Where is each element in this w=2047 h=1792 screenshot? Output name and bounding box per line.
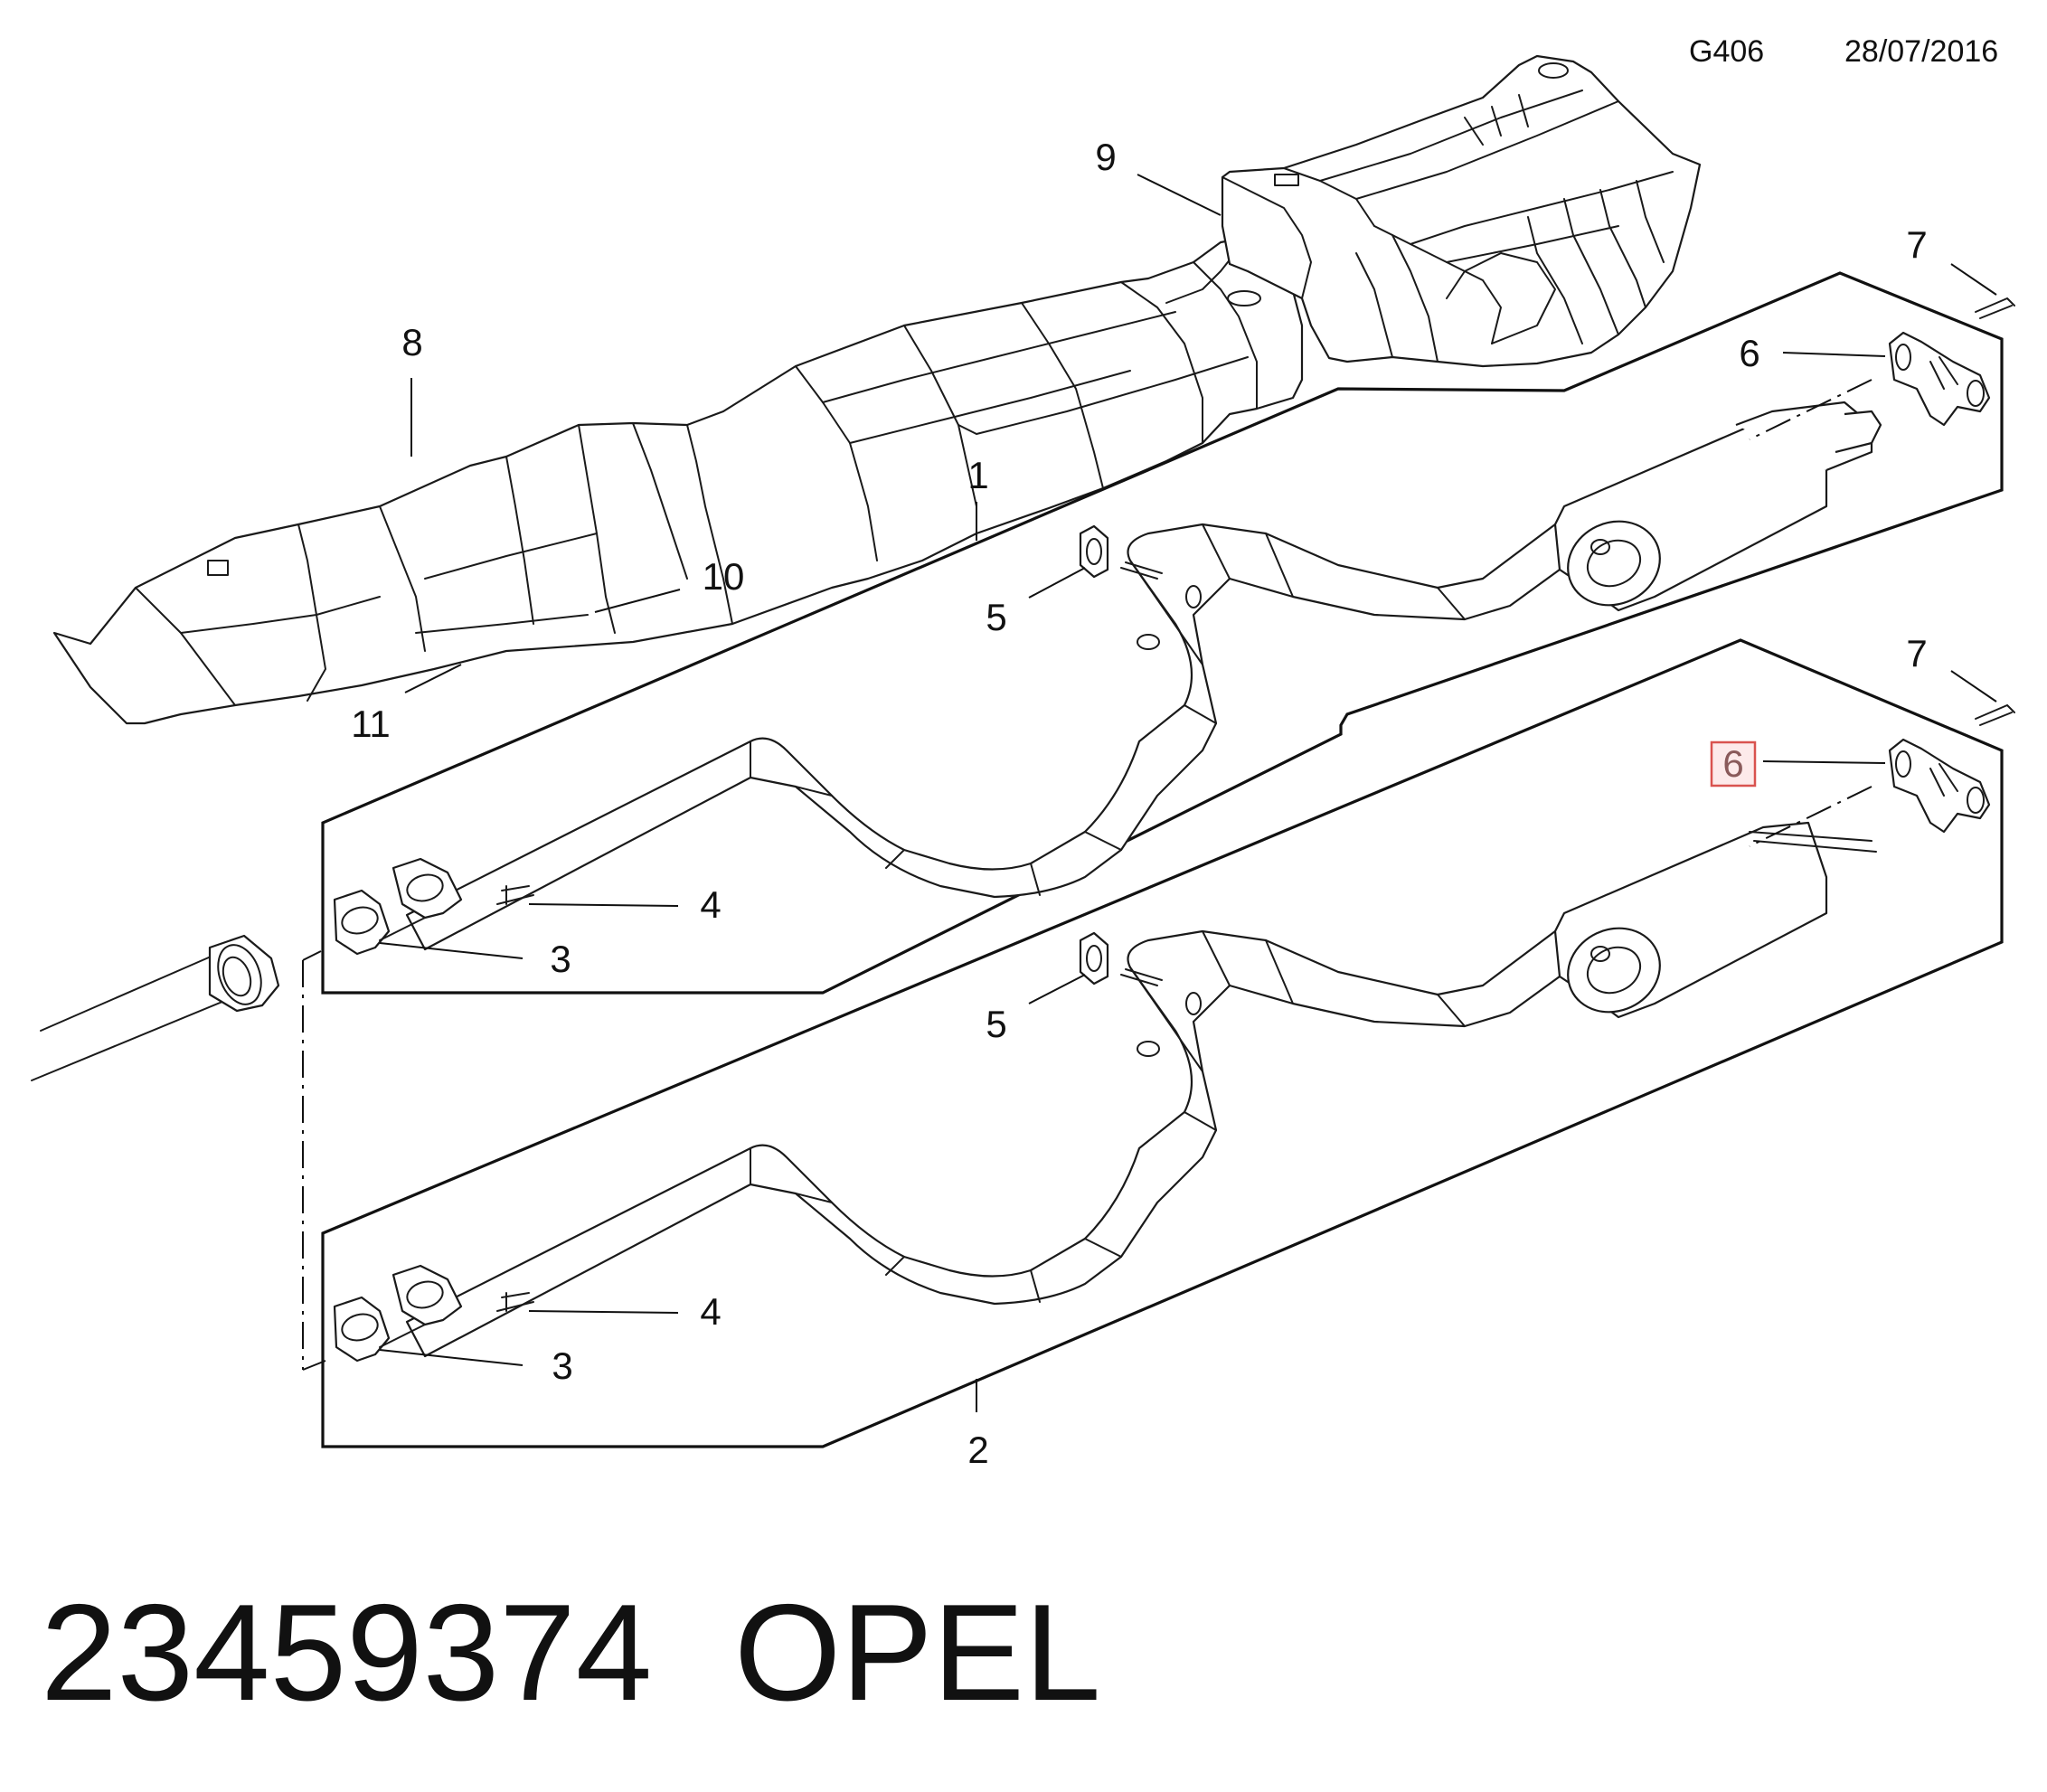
heat-shield-front — [52, 235, 1304, 725]
callout-7b: 7 — [1906, 632, 1927, 674]
callout-5a: 5 — [986, 596, 1006, 638]
callout-5b: 5 — [986, 1003, 1006, 1045]
part-number: 23459374 — [41, 1576, 652, 1730]
diagram-code: G406 — [1689, 34, 1764, 69]
callout-9: 9 — [1095, 136, 1116, 178]
callout-6a: 6 — [1739, 332, 1759, 374]
callout-3b: 3 — [552, 1344, 572, 1387]
callout-8: 8 — [401, 321, 422, 363]
callout-6b-highlighted[interactable]: 6 — [1722, 742, 1743, 785]
callout-4b: 4 — [700, 1290, 721, 1333]
brand-name: OPEL — [734, 1576, 1101, 1730]
callout-4a: 4 — [700, 883, 721, 926]
exhaust-pipe-1 — [333, 297, 2015, 956]
centerline-dashed — [302, 950, 326, 1371]
exhaust-pipe-2 — [333, 704, 2015, 1363]
assembly-frame-1 — [321, 271, 2004, 995]
callout-3a: 3 — [550, 938, 571, 980]
callout-2: 2 — [967, 1429, 988, 1471]
callout-7a: 7 — [1906, 223, 1927, 266]
highlight-box — [1710, 740, 1757, 788]
callout-10: 10 — [703, 555, 745, 598]
callout-11: 11 — [351, 703, 391, 745]
diagram-date: 28/07/2016 — [1844, 34, 1998, 69]
leader-lines — [379, 174, 1997, 1412]
callout-1: 1 — [967, 454, 988, 496]
assembly-frame-2 — [321, 638, 2004, 1448]
upstream-pipe — [31, 934, 280, 1081]
heat-shield-rear — [1221, 54, 1702, 368]
